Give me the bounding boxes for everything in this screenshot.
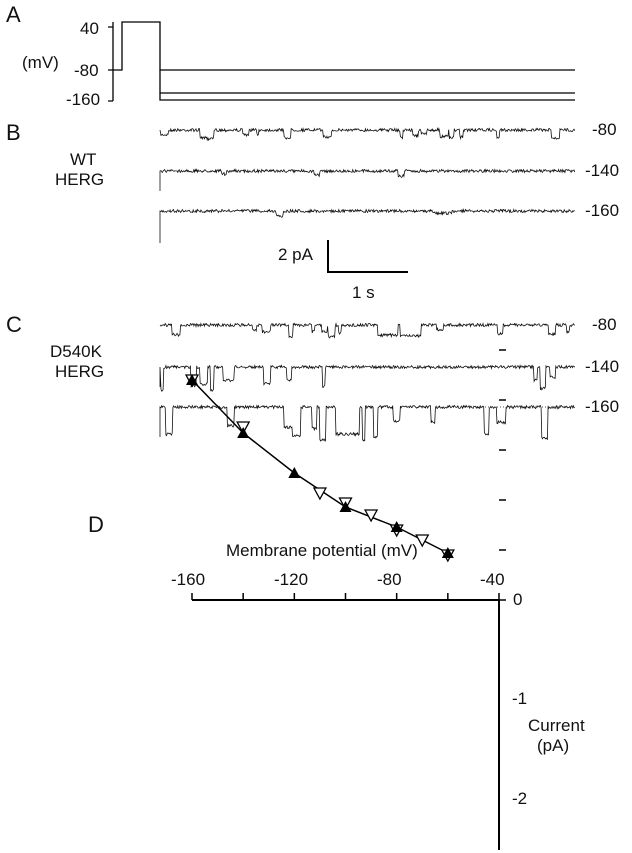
panel-label-c: C	[6, 312, 22, 337]
mut-label-140: -140	[585, 357, 620, 376]
protocol-tick-160: -160	[66, 90, 101, 109]
x-tick-label: -80	[377, 570, 402, 589]
y-tick-label: -2	[512, 789, 528, 808]
y-axis-title-2: (pA)	[537, 736, 570, 755]
y-tick-label: -1	[512, 689, 528, 708]
protocol-unit: (mV)	[22, 53, 59, 72]
mut-name-2: HERG	[55, 362, 105, 381]
filled-triangle-point	[339, 501, 352, 512]
filled-triangle-point	[390, 521, 403, 532]
open-triangle-point	[363, 509, 379, 523]
protocol-tick-80: -80	[74, 61, 99, 80]
filled-triangle-point	[186, 374, 198, 385]
wt-trace-80	[159, 127, 576, 142]
panel-label-d: D	[88, 512, 104, 537]
protocol-step-140	[159, 70, 575, 94]
mut-label-160: -160	[585, 397, 620, 416]
wt-label-160: -160	[585, 201, 620, 220]
mut-trace-140	[159, 363, 576, 392]
scale-y-label: 2 pA	[278, 245, 313, 264]
wt-trace-140	[159, 168, 576, 191]
mut-label-80: -80	[592, 315, 617, 334]
y-axis-title-1: Current	[528, 716, 585, 735]
mut-trace-80	[159, 322, 576, 339]
mut-name-1: D540K	[50, 342, 102, 361]
x-tick-label: -40	[480, 570, 505, 589]
wt-name-2: HERG	[55, 170, 105, 189]
mut-trace-160	[159, 404, 575, 443]
protocol-axis	[108, 22, 114, 102]
x-tick-label: -120	[274, 570, 309, 589]
open-triangle-point	[312, 487, 328, 501]
filled-triangle-point	[237, 427, 250, 438]
panel-label-b: B	[6, 120, 21, 145]
wt-trace-160	[159, 208, 575, 243]
y-tick-label: 0	[513, 590, 523, 609]
filled-triangle-point	[441, 547, 454, 558]
fit-curve	[191, 379, 449, 554]
wt-label-140: -140	[585, 161, 620, 180]
open-triangle-point	[415, 534, 430, 548]
protocol-step	[113, 21, 575, 71]
scale-x-label: 1 s	[352, 283, 375, 302]
wt-name-1: WT	[70, 150, 97, 169]
x-axis-title: Membrane potential (mV)	[226, 541, 418, 560]
x-tick-label: -160	[171, 570, 206, 589]
scale-bar	[327, 240, 408, 273]
protocol-tick-40: 40	[80, 19, 99, 38]
protocol-step-160	[159, 93, 575, 101]
filled-triangle-point	[288, 467, 301, 478]
panel-label-a: A	[6, 2, 21, 27]
wt-label-80: -80	[592, 120, 617, 139]
